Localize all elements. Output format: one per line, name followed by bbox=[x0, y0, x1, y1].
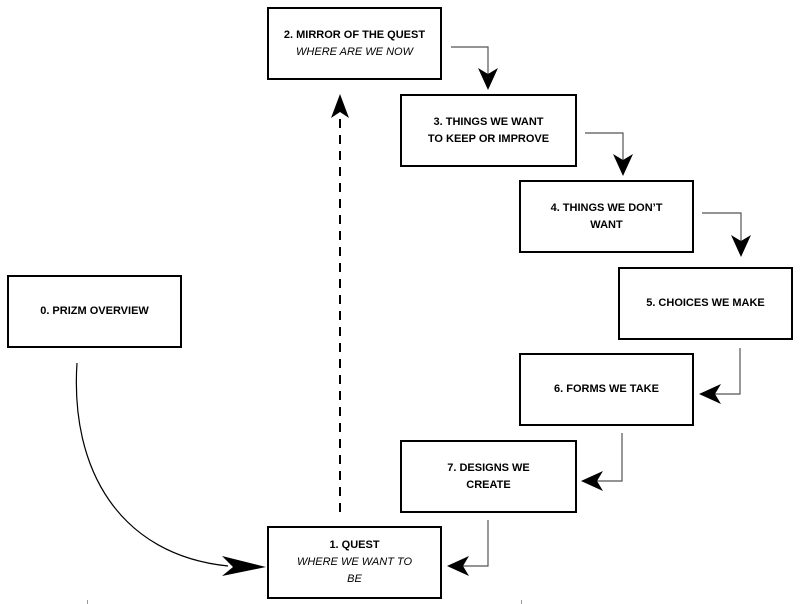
arrowhead-overview-to-quest bbox=[222, 556, 266, 576]
node-forms-title: 6. FORMS WE TAKE bbox=[554, 383, 659, 395]
node-quest-subtitle-line2: BE bbox=[347, 573, 362, 585]
arrowhead-keep-to-dontwant bbox=[613, 154, 633, 176]
edge-designs-to-quest bbox=[460, 520, 489, 567]
node-dont-want-line2: WANT bbox=[590, 218, 623, 231]
node-mirror-title: 2. MIRROR OF THE QUEST bbox=[283, 28, 426, 41]
node-choices-title: 5. CHOICES WE MAKE bbox=[646, 297, 765, 309]
node-quest-subtitle-line1: WHERE WE WANT TO bbox=[296, 556, 413, 568]
node-designs-line1: 7. DESIGNS WE bbox=[447, 461, 530, 474]
node-mirror: 2. MIRROR OF THE QUEST WHERE ARE WE NOW bbox=[267, 7, 442, 80]
arrowhead-designs-to-quest bbox=[447, 556, 469, 576]
edge-keep-to-dontwant bbox=[585, 132, 624, 161]
arrowhead-dontwant-to-choices bbox=[731, 235, 751, 257]
edge-forms-to-designs bbox=[594, 433, 623, 482]
node-choices: 5. CHOICES WE MAKE bbox=[618, 267, 793, 340]
node-keep-line1: 3. THINGS WE WANT bbox=[433, 115, 544, 128]
node-quest: 1. QUEST WHERE WE WANT TO BE bbox=[267, 526, 442, 599]
node-quest-title: 1. QUEST bbox=[329, 539, 380, 551]
page-edge-tick-left bbox=[87, 600, 88, 604]
arrowhead-forms-to-designs bbox=[581, 471, 603, 491]
node-mirror-subtitle: WHERE ARE WE NOW bbox=[296, 45, 413, 58]
edge-choices-to-forms bbox=[712, 348, 741, 395]
node-designs-line2: CREATE bbox=[466, 478, 511, 491]
arrowhead-mirror-to-keep bbox=[478, 68, 498, 90]
edge-mirror-to-keep bbox=[451, 46, 489, 78]
edge-overview-to-quest bbox=[75, 362, 229, 567]
page-edge-tick-right bbox=[521, 600, 522, 604]
node-prizm-overview-title: 0. PRIZM OVERVIEW bbox=[40, 305, 149, 317]
node-keep-or-improve: 3. THINGS WE WANT TO KEEP OR IMPROVE bbox=[400, 94, 577, 167]
node-dont-want-line1: 4. THINGS WE DON’T bbox=[550, 201, 663, 214]
node-dont-want: 4. THINGS WE DON’T WANT bbox=[519, 180, 694, 253]
arrowhead-quest-to-mirror bbox=[331, 94, 349, 118]
node-forms: 6. FORMS WE TAKE bbox=[519, 353, 694, 426]
node-keep-line2: TO KEEP OR IMPROVE bbox=[427, 132, 550, 145]
arrowhead-choices-to-forms bbox=[699, 384, 721, 404]
node-prizm-overview: 0. PRIZM OVERVIEW bbox=[7, 275, 182, 348]
edge-dontwant-to-choices bbox=[702, 212, 742, 243]
node-designs: 7. DESIGNS WE CREATE bbox=[400, 440, 577, 513]
